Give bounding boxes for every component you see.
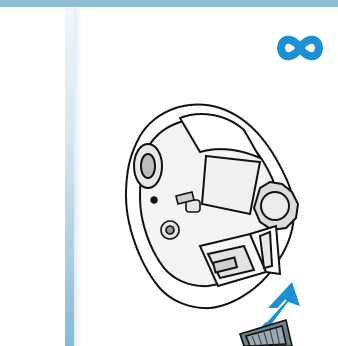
header-rule (0, 0, 338, 7)
camera-card-insertion-illustration (110, 96, 320, 346)
infinity-step-icon (276, 28, 324, 68)
side-margin-shade (74, 7, 82, 346)
side-margin-band (65, 7, 74, 346)
lens-dial (134, 144, 162, 188)
insert-direction-arrow-icon (258, 282, 300, 328)
